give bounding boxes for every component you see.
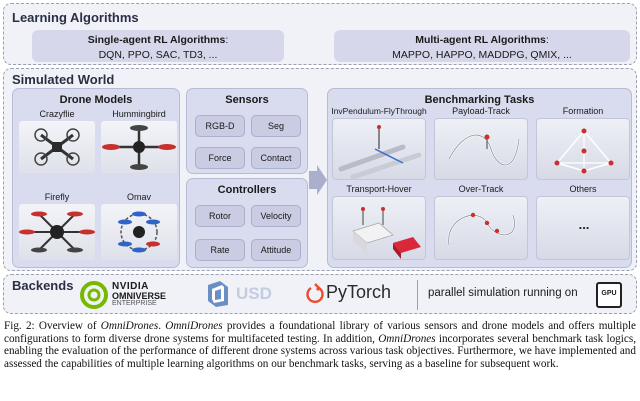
controllers-panel: Controllers Rotor Velocity Rate Attitude (186, 178, 308, 268)
pytorch-logo: PyTorch (306, 280, 406, 310)
learning-algorithms-section: Learning Algorithms Single-agent RL Algo… (3, 3, 637, 65)
drone-label-firefly: Firefly (44, 192, 70, 202)
controller-velocity-chip: Velocity (251, 205, 301, 227)
omniverse-wordmark: OMNIVERSE (112, 291, 167, 301)
sensor-seg-chip: Seg (251, 115, 301, 137)
usd-logo: USD (204, 279, 284, 311)
omniverse-icon (80, 281, 108, 309)
multi-agent-box: Multi-agent RL Algorithms: MAPPO, HAPPO,… (334, 30, 630, 62)
single-agent-title: Single-agent RL Algorithms (87, 34, 226, 46)
drone-models-panel: Drone Models Crazyflie Hummingbird (12, 88, 180, 268)
crazyflie-drone-icon (34, 128, 80, 166)
hummingbird-image (101, 121, 177, 173)
invpendulum-scene-icon (338, 125, 422, 180)
payload-track-scene-icon (448, 134, 520, 166)
gpu-chip-label: GPU (601, 290, 617, 297)
task-label-others: Others (569, 184, 597, 194)
single-agent-box: Single-agent RL Algorithms: DQN, PPO, SA… (32, 30, 284, 62)
over-track-scene-icon (447, 212, 516, 246)
task-label-transport-hover: Transport-Hover (346, 184, 412, 194)
hummingbird-drone-icon (102, 125, 176, 170)
usd-wordmark: USD (236, 284, 272, 303)
controller-attitude-chip: Attitude (251, 239, 301, 261)
nvidia-omniverse-logo: NVIDIA OMNIVERSE ENTERPRISE (80, 281, 184, 309)
others-image: ... (536, 196, 630, 260)
task-label-invpendulum: InvPendulum-FlyThrough (331, 106, 427, 116)
formation-image (536, 118, 630, 180)
pytorch-flame-icon (306, 283, 324, 303)
pytorch-wordmark: PyTorch (326, 282, 392, 302)
backends-divider (417, 280, 418, 310)
multi-agent-list: MAPPO, HAPPO, MADDPG, QMIX, ... (392, 49, 572, 61)
benchmarking-tasks-panel: Benchmarking Tasks InvPendulum-FlyThroug… (327, 88, 632, 268)
over-track-image (434, 196, 528, 260)
benchmarking-tasks-title: Benchmarking Tasks (424, 94, 535, 106)
task-label-over-track: Over-Track (458, 184, 504, 194)
gpu-chip-icon: GPU (596, 282, 622, 308)
learning-algorithms-title: Learning Algorithms (12, 10, 139, 25)
sensor-rgbd-chip: RGB-D (195, 115, 245, 137)
simulated-world-title: Simulated World (12, 72, 115, 87)
enterprise-wordmark: ENTERPRISE (112, 300, 157, 307)
sensor-contact-chip: Contact (251, 147, 301, 169)
usd-cube-icon (208, 281, 228, 307)
backends-section: Backends NVIDIA OMNIVERSE ENTERPRISE USD… (3, 274, 637, 314)
drone-label-omav: Omav (126, 192, 151, 202)
crazyflie-image (19, 121, 95, 173)
parallel-simulation-text: parallel simulation running on (428, 287, 578, 299)
simulated-world-section: Simulated World Drone Models Crazyflie H… (3, 68, 637, 271)
omav-drone-icon (118, 211, 160, 253)
controller-rotor-chip: Rotor (195, 205, 245, 227)
task-label-payload-track: Payload-Track (452, 106, 510, 116)
single-agent-list: DQN, PPO, SAC, TD3, ... (98, 49, 218, 61)
drone-label-crazyflie: Crazyflie (39, 109, 75, 119)
firefly-drone-icon (19, 211, 95, 253)
omav-image (101, 204, 177, 260)
formation-scene-icon (554, 128, 614, 174)
transport-hover-scene-icon (352, 207, 421, 259)
others-ellipsis: ... (578, 217, 590, 232)
controllers-title: Controllers (217, 184, 277, 196)
flow-arrow-icon (309, 165, 327, 195)
sensors-panel: Sensors RGB-D Seg Force Contact (186, 88, 308, 174)
figure-caption: Fig. 2: Overview of OmniDrones. OmniDron… (4, 320, 637, 370)
nvidia-wordmark: NVIDIA (112, 281, 149, 292)
transport-hover-image (332, 196, 426, 260)
drone-label-hummingbird: Hummingbird (112, 109, 166, 119)
backends-title: Backends (12, 278, 74, 293)
firefly-image (19, 204, 95, 260)
multi-agent-title: Multi-agent RL Algorithms (415, 34, 546, 46)
invpendulum-image (332, 118, 426, 180)
sensor-force-chip: Force (195, 147, 245, 169)
payload-track-image (434, 118, 528, 180)
controller-rate-chip: Rate (195, 239, 245, 261)
task-label-formation: Formation (562, 106, 604, 116)
drone-models-title: Drone Models (59, 94, 133, 106)
sensors-title: Sensors (225, 94, 269, 106)
